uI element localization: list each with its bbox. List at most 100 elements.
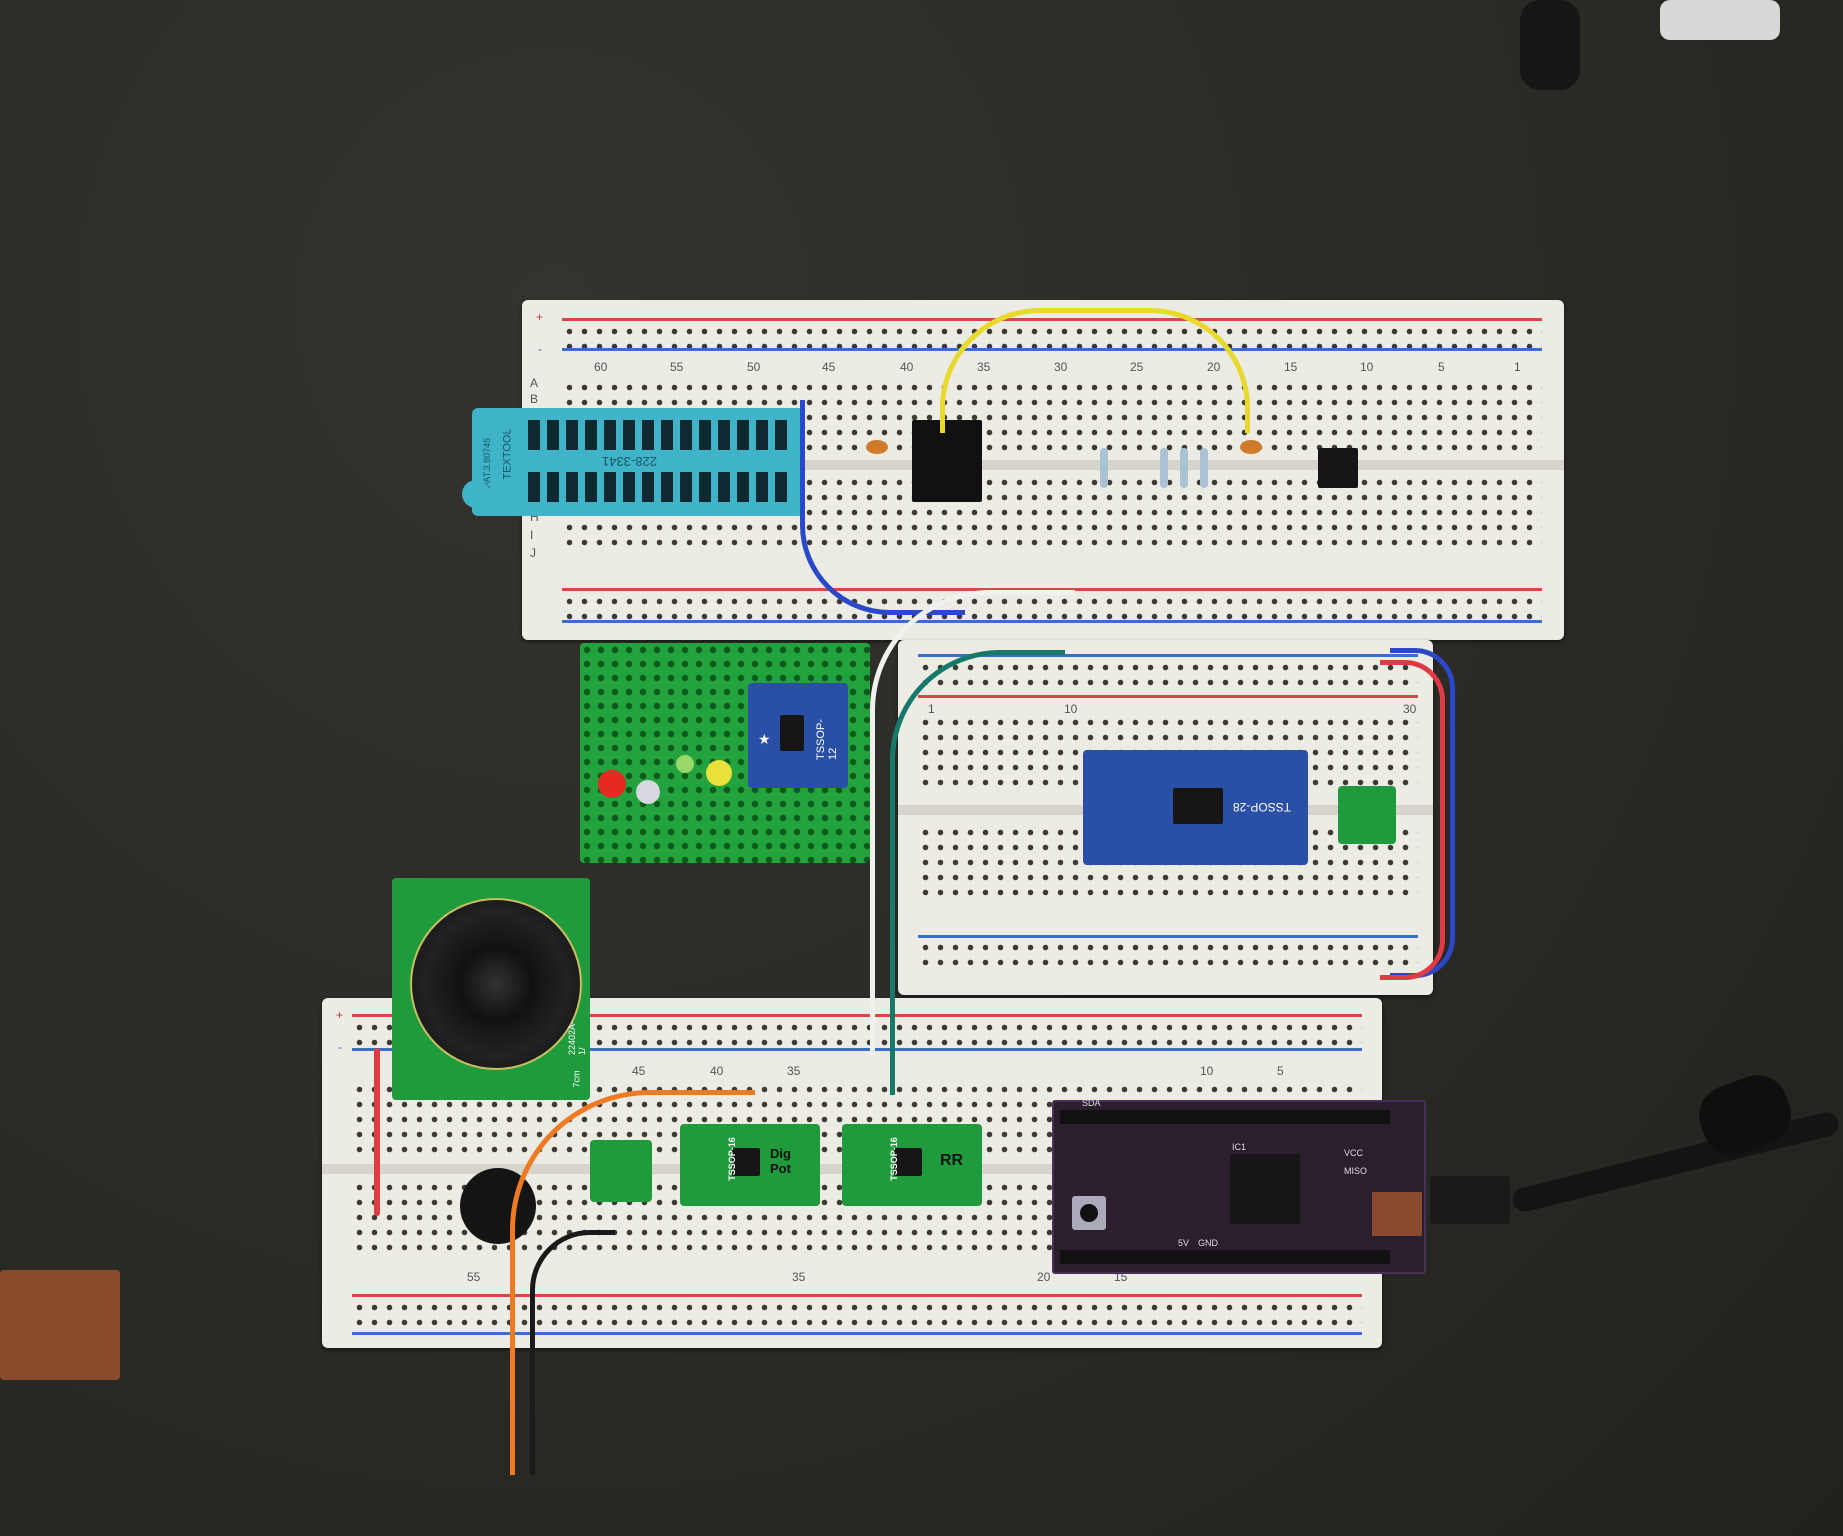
dip8-ic [1318, 448, 1358, 488]
zif-part-label: PAT.3.80745 [482, 437, 493, 489]
led-green [676, 755, 694, 773]
column-number: 25 [1130, 360, 1144, 374]
board-silkscreen: 22402A-1/ [567, 1020, 588, 1056]
column-number: 35 [787, 1064, 801, 1078]
rail-sign: - [538, 342, 542, 356]
zif-socket: 228-3341 TEXTOOL PAT.3.80745 [462, 408, 804, 516]
led-clear [636, 780, 660, 804]
tssop16-label: TSSOP-16 [888, 1137, 899, 1181]
column-number: 20 [1037, 1270, 1051, 1284]
rail-negative-bottom [918, 935, 1418, 938]
cable-top-right [1520, 0, 1580, 90]
resistor [1200, 448, 1208, 488]
wire-blue [800, 400, 965, 615]
zif-lever[interactable] [462, 480, 490, 508]
column-number: 5 [1438, 360, 1445, 374]
usb-cable [1510, 1109, 1841, 1215]
resistor [1100, 448, 1108, 488]
column-number: 55 [467, 1270, 481, 1284]
ic-label: IC1 [1232, 1142, 1247, 1152]
column-number: 50 [747, 360, 761, 374]
column-number: 60 [594, 360, 608, 374]
handwritten-label: Dig Pot [770, 1146, 791, 1176]
rail-positive [562, 318, 1542, 321]
tssop16-chip [894, 1148, 922, 1176]
zif-contacts-bottom [528, 472, 792, 502]
row-label: A [530, 376, 539, 390]
pcb-fragment [0, 1270, 120, 1380]
row-label: H [530, 510, 539, 524]
row-label: I [530, 528, 534, 542]
handwritten-label: RR [940, 1152, 964, 1169]
wire-green [890, 650, 1065, 1095]
header-label-vcc: VCC [1344, 1148, 1364, 1158]
connector-top-right [1660, 0, 1780, 40]
mcu-chip [1230, 1154, 1300, 1224]
header-bottom [1060, 1250, 1390, 1264]
row-label: B [530, 392, 539, 406]
row-label: J [530, 546, 536, 560]
power-rail-holes-bottom [352, 1300, 1362, 1330]
star-icon: ★ [758, 731, 771, 747]
column-number: 10 [1360, 360, 1374, 374]
tssop12-chip [780, 715, 804, 751]
center-groove [522, 460, 1564, 470]
rail-positive [918, 695, 1418, 698]
column-number: 1 [1514, 360, 1521, 374]
column-number: 45 [822, 360, 836, 374]
pin-label-bottom: 5V [1178, 1238, 1190, 1248]
tssop28-adapter: TSSOP-28 [1083, 750, 1308, 865]
resistor [1160, 448, 1168, 488]
rail-sign: + [536, 310, 544, 324]
reset-button[interactable] [1072, 1196, 1106, 1230]
column-number: 15 [1284, 360, 1298, 374]
resistor [1180, 448, 1188, 488]
wire-yellow [940, 308, 1250, 433]
pin-label-bottom: GND [1198, 1238, 1218, 1248]
column-number: 40 [900, 360, 914, 374]
zif-brand-label: TEXTOOL [501, 428, 514, 480]
sot-adapter [1338, 786, 1396, 844]
led-yellow [706, 760, 732, 786]
reset-button-cap[interactable] [1080, 1204, 1098, 1222]
rail-negative [918, 654, 1418, 657]
wire-black [530, 1230, 615, 1475]
tssop28-label: TSSOP-28 [1233, 800, 1292, 814]
column-number: 40 [710, 1064, 724, 1078]
wire-red [374, 1048, 380, 1216]
rail-negative [562, 348, 1542, 351]
microcontroller-board: IC1 VCC MISO SDA 5V GND [1052, 1098, 1426, 1274]
speaker-board: 7cm 22402A-1/ [392, 878, 590, 1100]
capacitor [1240, 440, 1262, 454]
zif-model-label: 228-3341 [602, 454, 657, 469]
column-number: 35 [792, 1270, 806, 1284]
rail-negative [352, 1048, 1362, 1051]
rail-positive-bottom [562, 588, 1542, 591]
rail-sign: + [336, 1008, 344, 1022]
header-label-miso: MISO [1344, 1166, 1368, 1176]
usb-cable-plug [1430, 1176, 1510, 1224]
column-number: 10 [1200, 1064, 1214, 1078]
pin-label-top: SDA [1082, 1098, 1101, 1108]
zif-contacts-top [528, 420, 792, 450]
rail-sign: - [338, 1040, 342, 1054]
led-red [598, 770, 626, 798]
tssop28-chip [1173, 788, 1223, 824]
column-number: 30 [1054, 360, 1068, 374]
column-number: 55 [670, 360, 684, 374]
board-size-label: 7cm [571, 1070, 582, 1088]
wire-red [1380, 660, 1445, 980]
usb-port[interactable] [1372, 1192, 1422, 1236]
rail-positive [352, 1014, 1362, 1017]
tssop12-adapter: TSSOP-12 ★ [748, 683, 848, 788]
speaker [410, 898, 582, 1070]
tssop16-adapter-rr: TSSOP-16 RR [842, 1124, 982, 1206]
tssop12-label: TSSOP-12 [815, 719, 839, 760]
rail-positive-bottom [352, 1294, 1362, 1297]
column-number: 5 [1277, 1064, 1284, 1078]
header-top [1060, 1110, 1390, 1124]
wire-white [870, 590, 1075, 1055]
rail-negative-bottom [352, 1332, 1362, 1335]
wire-orange [510, 1090, 755, 1475]
column-number: 45 [632, 1064, 646, 1078]
